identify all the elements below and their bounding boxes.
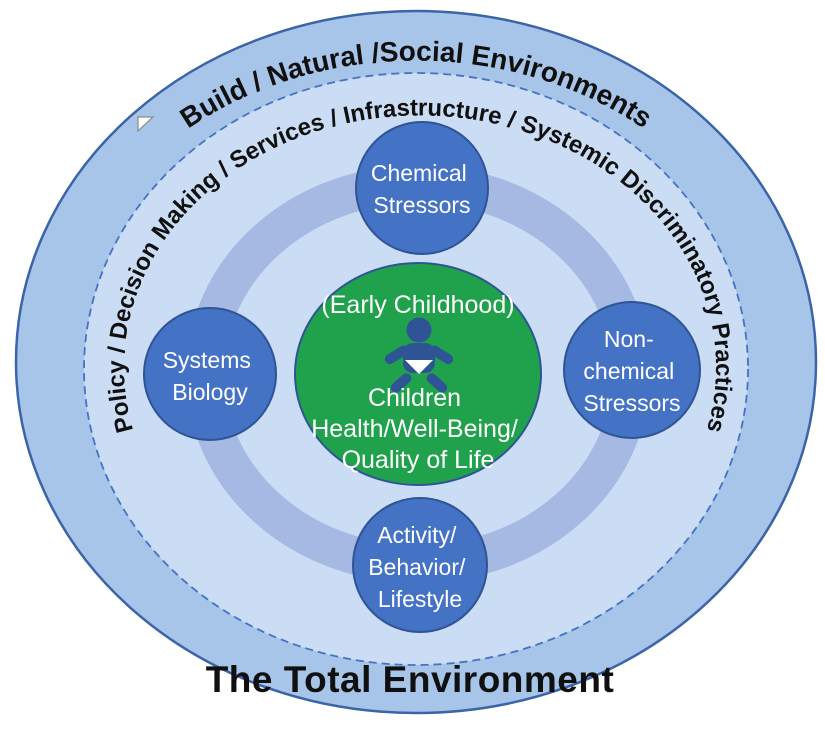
node-systems-biology: Systems Biology (143, 307, 277, 441)
edge-triangle-artifact (137, 116, 155, 133)
center-line-2: Health/Well-Being/ (311, 415, 518, 443)
center-line-3: Quality of Life (342, 446, 495, 474)
baby-arm-left (384, 345, 409, 365)
baby-diaper (405, 360, 433, 374)
node-nonchemical-stressors: Non- chemical Stressors (563, 301, 701, 439)
nonchemical-line-1: Non- (604, 326, 654, 352)
nonchemical-line-3: Stressors (583, 390, 680, 416)
systems-line-1: Systems (163, 347, 251, 373)
activity-line-1: Activity/ (377, 522, 457, 548)
systems-biology-label: Systems Biology (163, 347, 258, 405)
nonchemical-line-2: chemical (583, 358, 674, 384)
total-environment-title: The Total Environment (206, 659, 615, 700)
systems-line-2: Biology (172, 379, 248, 405)
center-line-1: Children (368, 384, 461, 412)
systems-biology-circle (143, 307, 277, 441)
baby-arm-right (429, 345, 454, 365)
node-chemical-stressors: Chemical Stressors (355, 121, 489, 255)
baby-leg-right (426, 373, 448, 393)
activity-line-3: Lifestyle (378, 586, 462, 612)
chemical-stressors-circle (355, 121, 489, 255)
activity-line-2: Behavior/ (368, 554, 466, 580)
chemical-stressors-label: Chemical Stressors (371, 160, 473, 218)
activity-label: Activity/ Behavior/ Lifestyle (368, 522, 472, 612)
children-wellbeing-label: Children Health/Well-Being/ Quality of L… (311, 384, 525, 474)
early-childhood-label: (Early Childhood) (321, 291, 514, 319)
baby-leg-left (390, 373, 412, 393)
center-children-wellbeing: (Early Childhood) Children Health/Well-B… (294, 262, 542, 486)
baby-head (406, 317, 432, 343)
node-activity-behavior-lifestyle: Activity/ Behavior/ Lifestyle (352, 497, 488, 633)
baby-icon (384, 317, 454, 393)
activity-circle (352, 497, 488, 633)
nonchemical-stressors-circle (563, 301, 701, 439)
chemical-line-1: Chemical (371, 160, 467, 186)
center-green-ellipse (294, 262, 542, 486)
chemical-line-2: Stressors (373, 192, 470, 218)
nonchemical-stressors-label: Non- chemical Stressors (583, 326, 680, 416)
